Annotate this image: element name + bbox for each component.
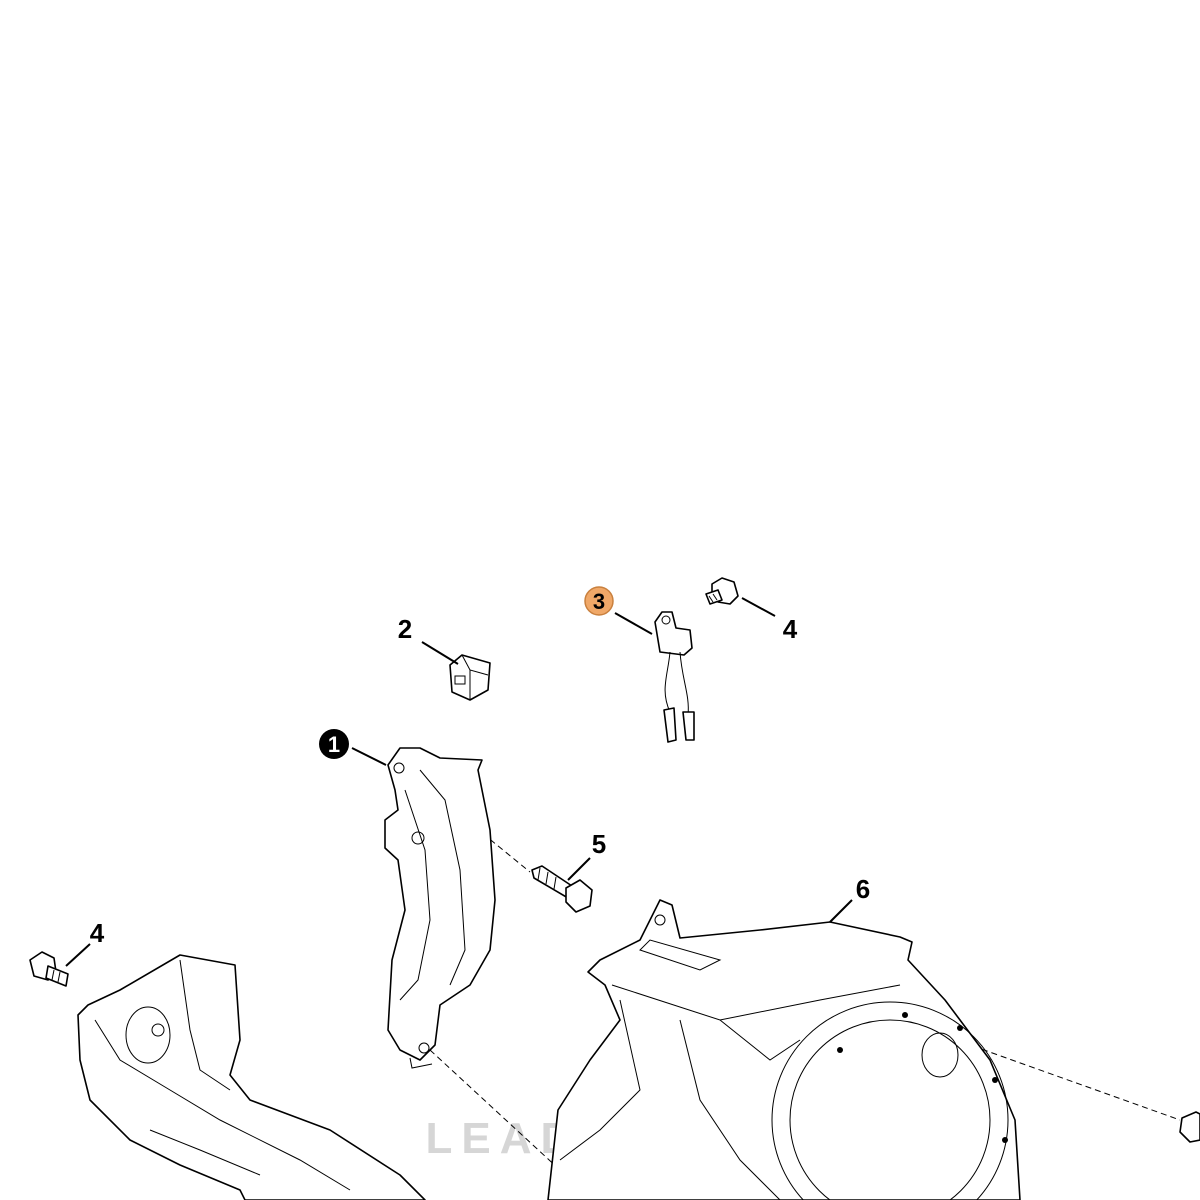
callout-3-label: 3 (593, 589, 605, 614)
callout-4-left-label: 4 (90, 918, 105, 948)
callout-2-label: 2 (398, 614, 412, 644)
leader-2 (421, 641, 459, 665)
leader-3 (614, 612, 653, 635)
callout-4-upper[interactable]: 4 (783, 614, 798, 644)
leader-6 (829, 899, 853, 923)
callout-1-badge (319, 729, 349, 759)
screw-part-edge[interactable] (1179, 1111, 1200, 1143)
callout-3[interactable]: 3 (584, 586, 614, 616)
leader-1 (351, 747, 387, 766)
screw-part-left[interactable] (29, 951, 69, 987)
leader-lines (65, 597, 853, 967)
callout-5-label: 5 (592, 829, 606, 859)
shield-plate-part[interactable] (384, 747, 496, 1069)
callout-2[interactable]: 2 (398, 614, 412, 644)
callout-3-badge (584, 586, 614, 616)
blower-housing-part[interactable] (547, 899, 1021, 1200)
connector-part[interactable] (449, 654, 491, 701)
callout-1-label: 1 (328, 732, 340, 757)
bolt-part[interactable] (531, 865, 593, 913)
callout-1[interactable]: 1 (319, 729, 349, 759)
callout-6[interactable]: 6 (856, 874, 870, 904)
callout-6-label: 6 (856, 874, 870, 904)
callout-5[interactable]: 5 (592, 829, 606, 859)
leader-4-upper (741, 597, 776, 617)
sensor-part[interactable] (654, 611, 695, 743)
callout-4-upper-label: 4 (783, 614, 798, 644)
leader-4-left (65, 943, 91, 967)
screw-part-upper[interactable] (705, 577, 739, 605)
callout-4-left[interactable]: 4 (90, 918, 105, 948)
lower-housing-part[interactable] (77, 954, 426, 1200)
leader-5 (567, 857, 591, 881)
